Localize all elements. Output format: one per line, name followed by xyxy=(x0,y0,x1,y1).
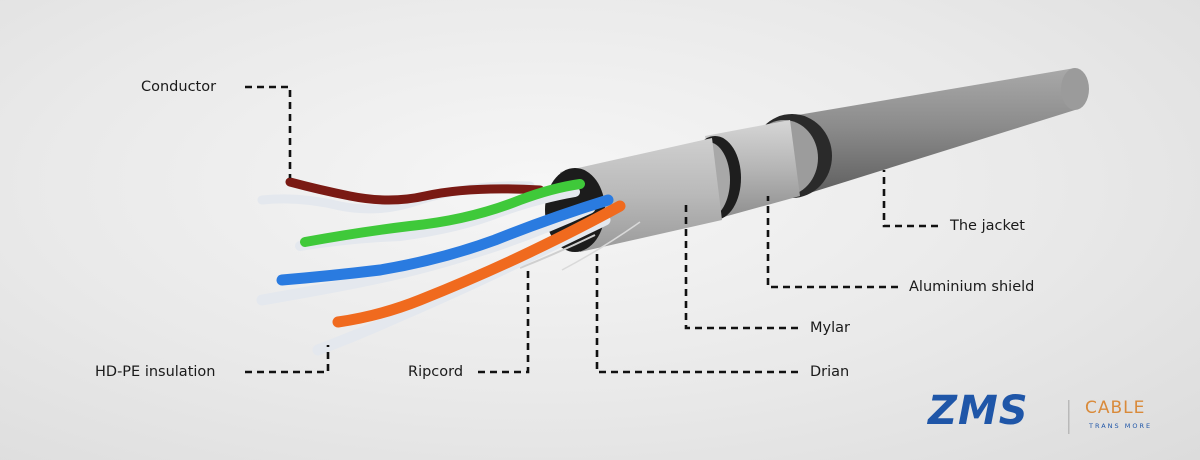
leader-conductor xyxy=(245,85,292,178)
jacket-layer xyxy=(750,68,1089,198)
leader-mylar xyxy=(684,200,798,330)
orange-pair xyxy=(312,200,626,356)
green-pair xyxy=(295,179,585,251)
logo-mark xyxy=(1068,400,1070,434)
leader-aluminium-shield xyxy=(766,196,898,289)
leader-lines xyxy=(245,85,938,374)
label-drain: Drian xyxy=(810,364,850,380)
label-ripcord: Ripcord xyxy=(408,364,464,380)
leader-ripcord xyxy=(478,268,530,374)
leader-hdpe-insulation xyxy=(245,345,330,374)
logo-name: CABLE xyxy=(1085,398,1146,418)
label-mylar: Mylar xyxy=(810,320,850,336)
leader-drain xyxy=(595,252,798,374)
ripcord-and-drain-wires xyxy=(519,221,641,271)
blue-pair xyxy=(256,194,614,306)
logo-divider xyxy=(1068,400,1070,434)
label-jacket: The jacket xyxy=(950,218,1025,234)
label-hdpe-insulation: HD-PE insulation xyxy=(95,364,216,380)
leader-jacket xyxy=(882,170,938,228)
label-conductor: Conductor xyxy=(141,79,217,95)
label-aluminium-shield: Aluminium shield xyxy=(909,279,1035,295)
logo-tagline: TRANS MORE xyxy=(1089,422,1153,430)
brown-pair xyxy=(257,177,545,214)
logo-brand: ZMS xyxy=(928,388,1029,434)
